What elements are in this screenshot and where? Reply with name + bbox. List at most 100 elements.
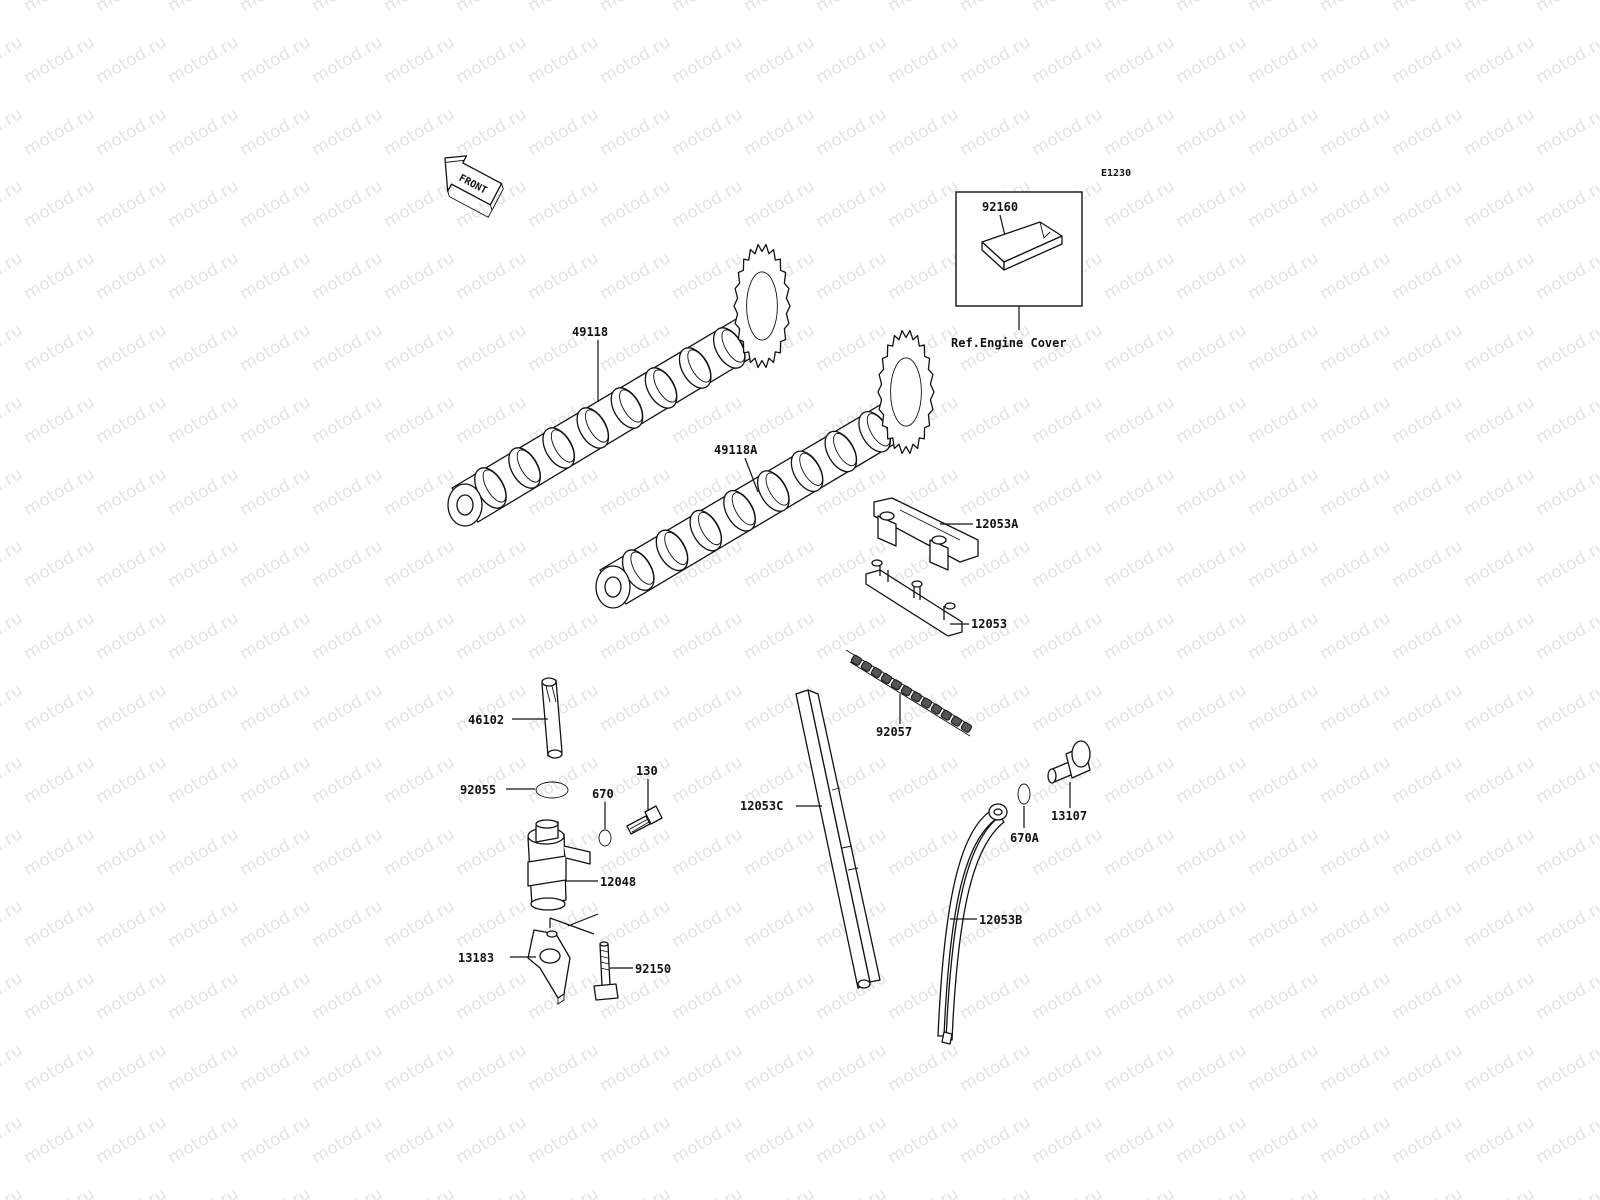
watermark-text: motod.ru bbox=[237, 104, 315, 160]
diagram-code: E1230 bbox=[1101, 168, 1131, 179]
watermark-text: motod.ru bbox=[1173, 464, 1251, 520]
watermark-text: motod.ru bbox=[1101, 320, 1179, 376]
watermark-text: motod.ru bbox=[669, 680, 747, 736]
cam-lobe-edge bbox=[653, 369, 677, 403]
watermark-text: motod.ru bbox=[21, 104, 99, 160]
watermark-text: motod.ru bbox=[309, 680, 387, 736]
watermark-text: motod.ru bbox=[1101, 752, 1179, 808]
watermark-text: motod.ru bbox=[309, 0, 387, 16]
chain-link bbox=[930, 703, 943, 715]
watermark-text: motod.ru bbox=[1101, 176, 1179, 232]
cam-lobe-edge bbox=[833, 433, 857, 467]
watermark-text: motod.ru bbox=[1245, 32, 1323, 88]
watermark-text: motod.ru bbox=[1533, 536, 1600, 592]
watermark-text: motod.ru bbox=[1317, 1184, 1395, 1200]
watermark-text: motod.ru bbox=[741, 536, 819, 592]
watermark-text: motod.ru bbox=[381, 248, 459, 304]
watermark-text: motod.ru bbox=[1533, 104, 1600, 160]
watermark-text: motod.ru bbox=[1173, 176, 1251, 232]
cam-lobe-edge bbox=[630, 551, 655, 585]
watermark-text: motod.ru bbox=[1461, 1112, 1539, 1168]
label-tensioner: 12048 bbox=[600, 875, 636, 889]
watermark-text: motod.ru bbox=[1317, 824, 1395, 880]
watermark-text: motod.ru bbox=[957, 464, 1035, 520]
watermark-text: motod.ru bbox=[813, 1040, 891, 1096]
watermark-text: motod.ru bbox=[1461, 104, 1539, 160]
watermark-text: motod.ru bbox=[1245, 824, 1323, 880]
cam-lobe-edge bbox=[585, 409, 609, 443]
watermark-text: motod.ru bbox=[1173, 1184, 1251, 1200]
watermark-text: motod.ru bbox=[1029, 896, 1107, 952]
cam-lobe-edge bbox=[731, 492, 756, 526]
watermark-text: motod.ru bbox=[813, 248, 891, 304]
watermark-text: motod.ru bbox=[957, 1040, 1035, 1096]
watermark-text: motod.ru bbox=[453, 104, 531, 160]
watermark-text: motod.ru bbox=[1101, 896, 1179, 952]
label-guide-pin: 13107 bbox=[1051, 809, 1087, 823]
watermark-text: motod.ru bbox=[1245, 1040, 1323, 1096]
watermark-text: motod.ru bbox=[309, 608, 387, 664]
watermark-text: motod.ru bbox=[309, 248, 387, 304]
watermark-text: motod.ru bbox=[597, 608, 675, 664]
watermark-text: motod.ru bbox=[1245, 608, 1323, 664]
watermark-text: motod.ru bbox=[669, 176, 747, 232]
watermark-text: motod.ru bbox=[669, 0, 747, 16]
watermark-text: motod.ru bbox=[309, 968, 387, 1024]
watermark-text: motod.ru bbox=[381, 752, 459, 808]
watermark-text: motod.ru bbox=[1101, 1040, 1179, 1096]
label-camshaft-2: 49118A bbox=[714, 443, 758, 457]
watermark-text: motod.ru bbox=[381, 0, 459, 16]
watermark-text: motod.ru bbox=[1101, 392, 1179, 448]
watermark-text: motod.ru bbox=[1101, 0, 1179, 16]
watermark-text: motod.ru bbox=[93, 104, 171, 160]
watermark-text: motod.ru bbox=[93, 0, 171, 16]
camshaft-exhaust-icon bbox=[595, 329, 935, 609]
chain-link bbox=[920, 697, 933, 709]
watermark-text: motod.ru bbox=[525, 0, 603, 16]
watermark-text: motod.ru bbox=[381, 1112, 459, 1168]
watermark-text: motod.ru bbox=[0, 32, 26, 88]
watermark-text: motod.ru bbox=[237, 392, 315, 448]
watermark-text: motod.ru bbox=[957, 1112, 1035, 1168]
watermark-text: motod.ru bbox=[741, 0, 819, 16]
watermark-text: motod.ru bbox=[669, 896, 747, 952]
cam-lobe-edge bbox=[765, 472, 790, 506]
watermark-text: motod.ru bbox=[21, 968, 99, 1024]
watermark-text: motod.ru bbox=[1317, 536, 1395, 592]
watermark-text: motod.ru bbox=[21, 536, 99, 592]
watermark-text: motod.ru bbox=[1173, 104, 1251, 160]
watermark-text: motod.ru bbox=[453, 824, 531, 880]
watermark-text: motod.ru bbox=[1101, 824, 1179, 880]
watermark-text: motod.ru bbox=[813, 0, 891, 16]
watermark-text: motod.ru bbox=[1533, 0, 1600, 16]
watermark-text: motod.ru bbox=[1317, 1112, 1395, 1168]
watermark-text: motod.ru bbox=[1461, 608, 1539, 664]
watermark-text: motod.ru bbox=[525, 176, 603, 232]
watermark-text: motod.ru bbox=[1389, 680, 1467, 736]
watermark-text: motod.ru bbox=[21, 1112, 99, 1168]
watermark-text: motod.ru bbox=[165, 680, 243, 736]
watermark-text: motod.ru bbox=[237, 1112, 315, 1168]
watermark-text: motod.ru bbox=[741, 968, 819, 1024]
chain-guide-front-icon bbox=[795, 689, 881, 989]
watermark-text: motod.ru bbox=[885, 0, 963, 16]
watermark-text: motod.ru bbox=[1245, 968, 1323, 1024]
watermark-text: motod.ru bbox=[1029, 824, 1107, 880]
watermark-text: motod.ru bbox=[1389, 464, 1467, 520]
watermark-text: motod.ru bbox=[813, 1112, 891, 1168]
watermark-text: motod.ru bbox=[309, 536, 387, 592]
watermark-text: motod.ru bbox=[21, 320, 99, 376]
watermark-text: motod.ru bbox=[237, 32, 315, 88]
watermark-text: motod.ru bbox=[1461, 176, 1539, 232]
watermark-text: motod.ru bbox=[1173, 0, 1251, 16]
watermark-text: motod.ru bbox=[741, 824, 819, 880]
watermark-text: motod.ru bbox=[0, 1184, 26, 1200]
watermark-text: motod.ru bbox=[1533, 896, 1600, 952]
watermark-text: motod.ru bbox=[1533, 176, 1600, 232]
sprocket-gear bbox=[877, 329, 935, 455]
watermark-text: motod.ru bbox=[93, 32, 171, 88]
watermark-text: motod.ru bbox=[1317, 104, 1395, 160]
watermark-text: motod.ru bbox=[381, 104, 459, 160]
watermark-text: motod.ru bbox=[93, 968, 171, 1024]
